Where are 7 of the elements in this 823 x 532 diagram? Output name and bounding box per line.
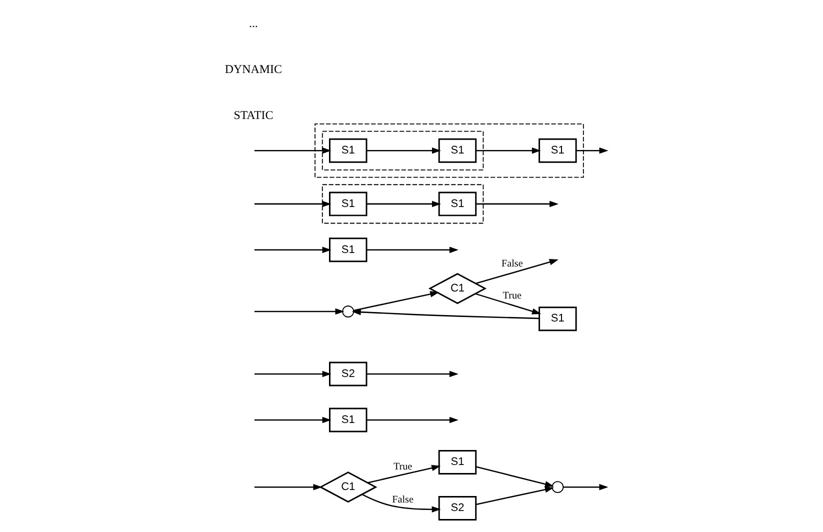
label: DYNAMIC [224, 62, 282, 76]
edge-label: True [392, 461, 412, 472]
edge-label: False [392, 494, 413, 506]
label: ... [248, 16, 258, 30]
edge-label: True [502, 290, 522, 302]
edge-label: False [501, 258, 522, 270]
label: STATIC [233, 108, 273, 122]
